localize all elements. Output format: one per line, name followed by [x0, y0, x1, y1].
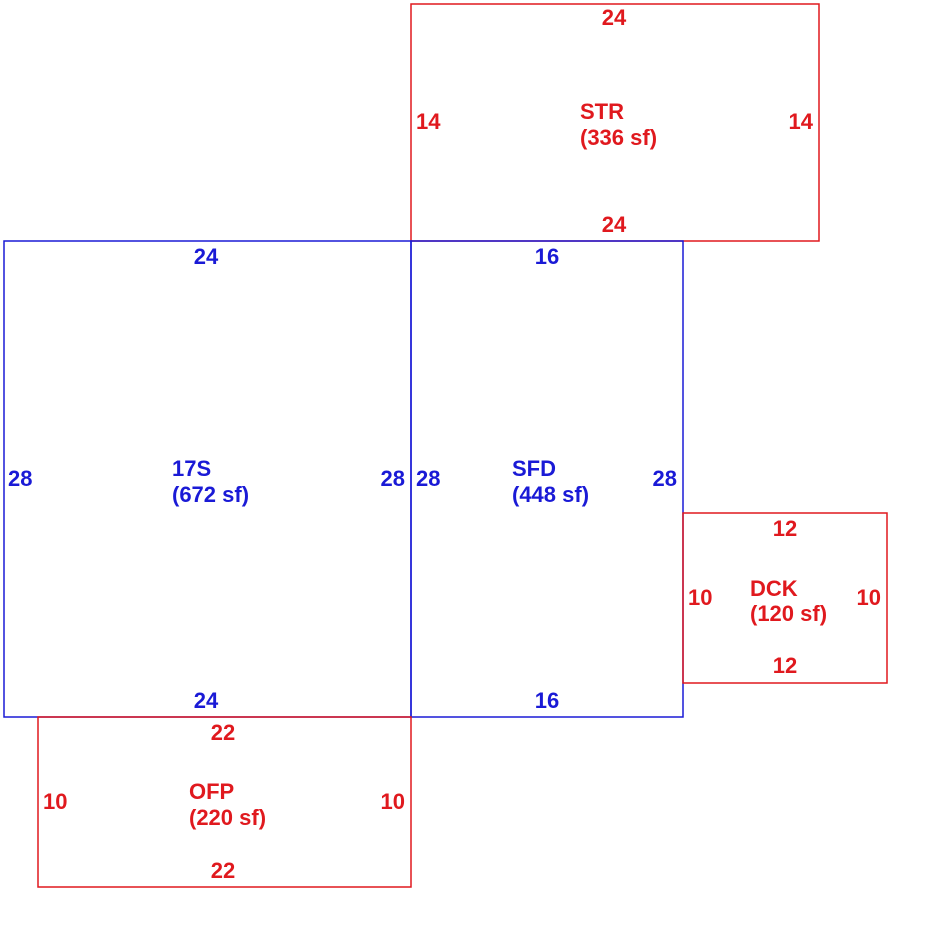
str-dim-left: 14: [416, 109, 441, 134]
sfd-dim-left: 28: [416, 466, 440, 491]
area-ofp: 22 22 10 10 OFP (220 sf): [37, 716, 412, 888]
17s-dim-top: 24: [194, 244, 219, 269]
sfd-dim-bottom: 16: [535, 688, 559, 713]
17s-dim-left: 28: [8, 466, 32, 491]
sfd-outline: [410, 240, 684, 718]
str-dim-bottom: 24: [602, 212, 627, 237]
ofp-dim-bottom: 22: [211, 858, 235, 883]
area-17s: 24 24 28 28 17S (672 sf): [3, 240, 412, 718]
sfd-code: SFD: [512, 456, 556, 481]
dck-code: DCK: [750, 576, 798, 601]
ofp-dim-top: 22: [211, 720, 235, 745]
area-str: 24 24 14 14 STR (336 sf): [410, 3, 820, 242]
dck-area: (120 sf): [750, 601, 827, 626]
ofp-code: OFP: [189, 779, 234, 804]
17s-dim-right: 28: [381, 466, 405, 491]
sfd-dim-top: 16: [535, 244, 559, 269]
dck-dim-bottom: 12: [773, 653, 797, 678]
area-sfd: 16 16 28 28 SFD (448 sf): [410, 240, 684, 718]
ofp-area: (220 sf): [189, 805, 266, 830]
sfd-dim-right: 28: [653, 466, 677, 491]
ofp-dim-left: 10: [43, 789, 67, 814]
str-dim-right: 14: [789, 109, 814, 134]
17s-code: 17S: [172, 456, 211, 481]
str-code: STR: [580, 99, 624, 124]
str-area: (336 sf): [580, 125, 657, 150]
dck-dim-top: 12: [773, 516, 797, 541]
sfd-area: (448 sf): [512, 482, 589, 507]
dck-dim-right: 10: [857, 585, 881, 610]
17s-area: (672 sf): [172, 482, 249, 507]
area-dck: 12 12 10 10 DCK (120 sf): [682, 512, 888, 684]
dck-dim-left: 10: [688, 585, 712, 610]
str-dim-top: 24: [602, 5, 627, 30]
ofp-outline: [37, 716, 412, 888]
dck-outline: [682, 512, 888, 684]
ofp-dim-right: 10: [381, 789, 405, 814]
17s-dim-bottom: 24: [194, 688, 219, 713]
